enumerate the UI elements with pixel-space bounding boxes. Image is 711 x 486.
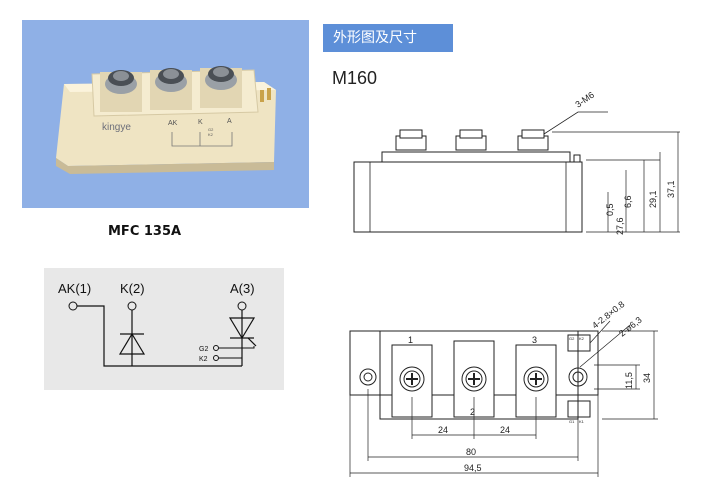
svg-text:37,1: 37,1 xyxy=(666,180,676,198)
product-photo: kingye AK K A G2 K2 xyxy=(22,20,309,208)
svg-text:1: 1 xyxy=(408,335,413,345)
svg-text:27,6: 27,6 xyxy=(615,217,625,235)
svg-text:24: 24 xyxy=(500,425,510,435)
photo-caption: MFC 135A xyxy=(108,224,182,239)
svg-text:4-2.8×0.8: 4-2.8×0.8 xyxy=(590,299,626,330)
terminal-label-k: K(2) xyxy=(120,281,145,296)
terminal-label-a: A(3) xyxy=(230,281,255,296)
svg-text:6,6: 6,6 xyxy=(623,195,633,208)
top-view-drawing: 1 2 3 G2 K2 G1 K1 4-2.8×0.8 2-ø6,3 11,5 … xyxy=(349,299,658,477)
diode-icon xyxy=(118,332,146,355)
thread-label: 3-M6 xyxy=(573,90,596,110)
svg-text:K1: K1 xyxy=(579,419,585,424)
svg-text:G2: G2 xyxy=(208,127,214,132)
svg-text:34: 34 xyxy=(642,373,652,383)
svg-text:A: A xyxy=(227,118,232,125)
svg-text:94,5: 94,5 xyxy=(464,463,482,473)
svg-text:11,5: 11,5 xyxy=(624,372,634,389)
screw-head-icon xyxy=(399,366,549,392)
side-view-drawing: 3-M6 0,5 6,6 27,6 29,1 37,1 xyxy=(353,90,680,235)
screw-icon xyxy=(105,66,237,94)
svg-text:0,5: 0,5 xyxy=(605,203,615,216)
svg-text:2-ø6,3: 2-ø6,3 xyxy=(617,315,644,339)
section-title: 外形图及尺寸 xyxy=(323,24,453,52)
circuit-diagram: AK(1) K(2) A(3) G2 K2 xyxy=(44,268,284,390)
svg-text:K2: K2 xyxy=(208,132,214,137)
svg-text:K: K xyxy=(198,119,203,126)
brand-label: kingye xyxy=(102,122,131,133)
svg-text:AK: AK xyxy=(168,120,178,127)
svg-text:2: 2 xyxy=(470,407,475,417)
svg-text:K2: K2 xyxy=(199,356,208,363)
svg-text:G2: G2 xyxy=(569,336,575,341)
svg-text:24: 24 xyxy=(438,425,448,435)
thyristor-icon xyxy=(228,317,257,347)
svg-text:3: 3 xyxy=(532,335,537,345)
svg-text:80: 80 xyxy=(466,447,476,457)
svg-text:G2: G2 xyxy=(199,346,208,353)
svg-text:29,1: 29,1 xyxy=(648,190,658,208)
svg-text:K2: K2 xyxy=(579,336,585,341)
terminal-label-ak: AK(1) xyxy=(58,281,91,296)
svg-text:G1: G1 xyxy=(569,419,575,424)
model-number: M160 xyxy=(332,68,378,88)
